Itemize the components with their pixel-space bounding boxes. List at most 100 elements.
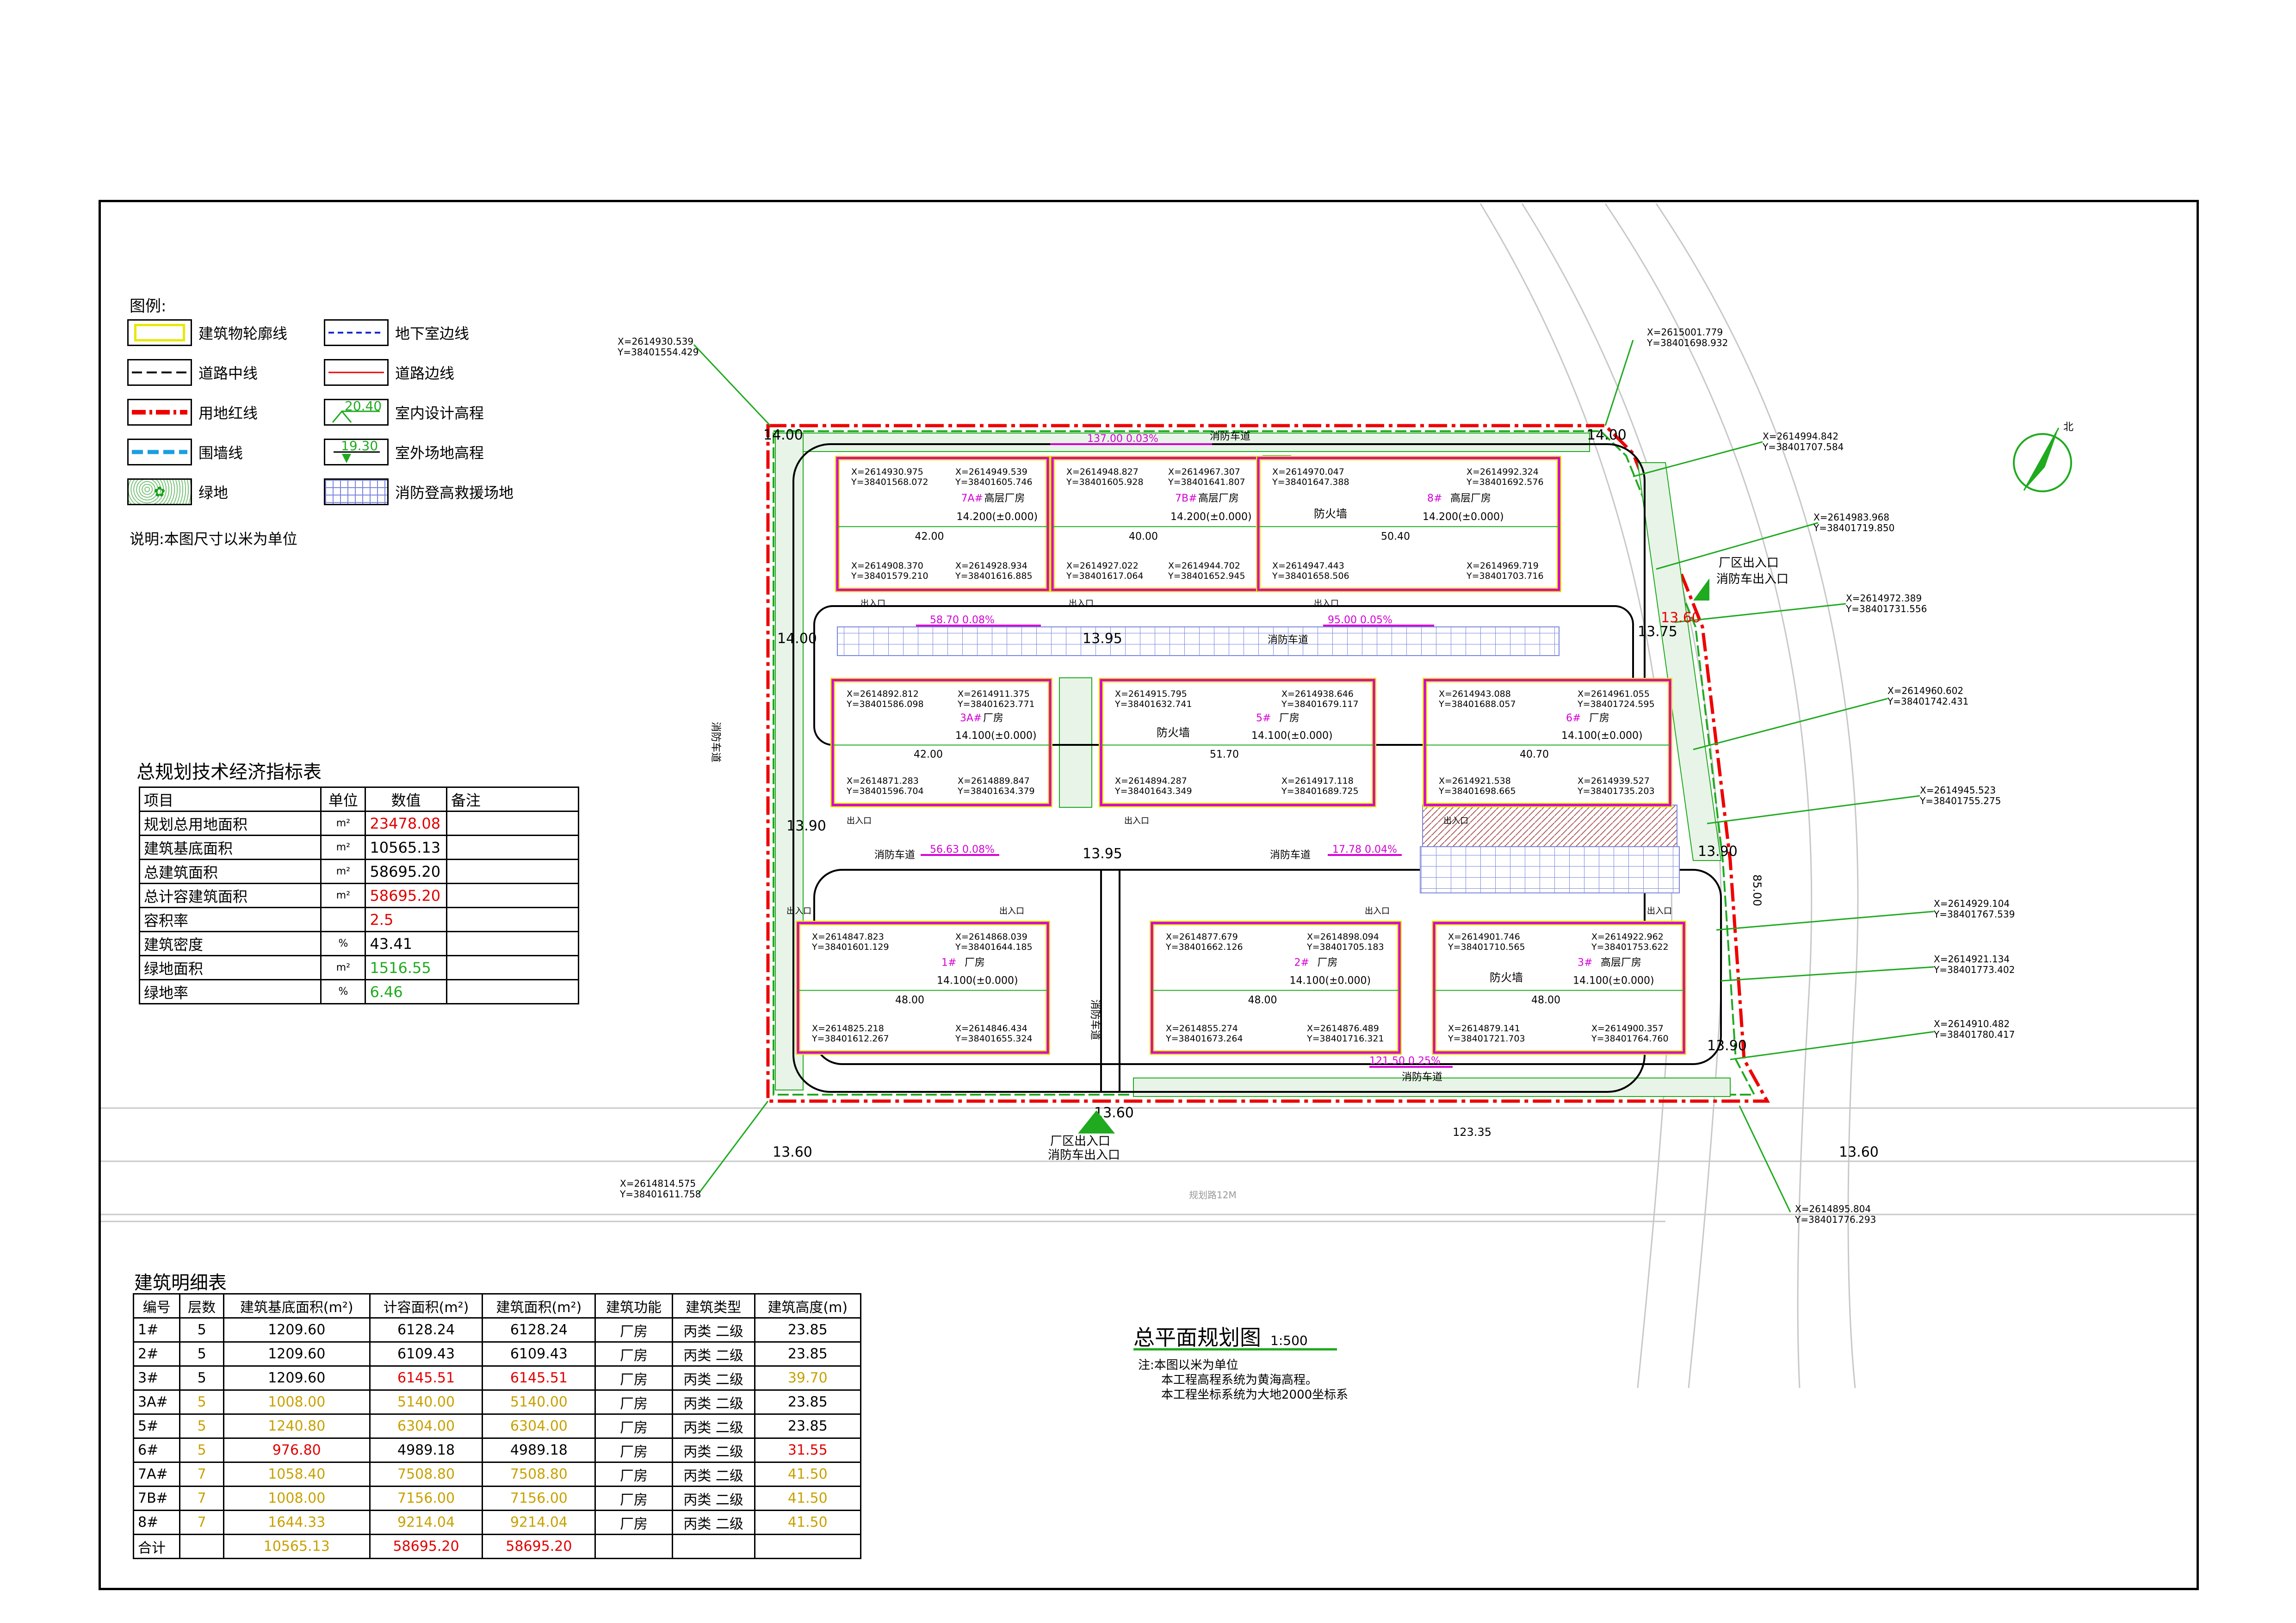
building-cell-base: 1240.80 bbox=[223, 1413, 371, 1439]
building-cell-floors: 7 bbox=[179, 1510, 224, 1535]
building-cell-area: 6145.51 bbox=[482, 1365, 596, 1391]
plan-label: 出入口 bbox=[1365, 906, 1390, 916]
tech-table-row: 绿地率%6.46 bbox=[138, 979, 580, 1004]
building-cell-func: 厂房 bbox=[594, 1462, 673, 1487]
col-header: 建筑面积(m²) bbox=[482, 1293, 596, 1319]
building-cell-id: 8# bbox=[132, 1510, 181, 1535]
drawing-frame bbox=[99, 200, 2199, 1590]
building-cell-area: 4989.18 bbox=[482, 1437, 596, 1463]
building-elevation: 14.100(±0.000) bbox=[1561, 730, 1643, 742]
building-cell-fa: 9214.04 bbox=[369, 1510, 483, 1535]
tech-cell-value: 2.5 bbox=[365, 907, 447, 932]
legend-label: 绿地 bbox=[198, 484, 229, 502]
building-cell-area: 7508.80 bbox=[482, 1462, 596, 1487]
building-cell-type: 丙类 二级 bbox=[671, 1413, 755, 1439]
building-cell-floors: 5 bbox=[179, 1365, 224, 1391]
building-cell-area: 6304.00 bbox=[482, 1413, 596, 1439]
building-cell-base: 1209.60 bbox=[223, 1317, 371, 1343]
building-number: 7B# bbox=[1175, 493, 1197, 504]
building-cell-height: 39.70 bbox=[754, 1365, 862, 1391]
building-outline bbox=[835, 456, 1050, 592]
col-header: 建筑功能 bbox=[594, 1293, 673, 1319]
building-cell-type: 丙类 二级 bbox=[671, 1389, 755, 1415]
building-cell-area: 6109.43 bbox=[482, 1341, 596, 1367]
building-cell-func bbox=[594, 1534, 673, 1559]
building-cell-height: 41.50 bbox=[754, 1510, 862, 1535]
building-border bbox=[1151, 922, 1401, 1054]
legend-title: 图例: bbox=[130, 297, 167, 316]
building-elevation: 14.100(±0.000) bbox=[1290, 975, 1371, 987]
building-cell-floors: 5 bbox=[179, 1341, 224, 1367]
legend-item-outline: 建筑物轮廓线 bbox=[127, 319, 287, 346]
legend-item-basement: 地下室边线 bbox=[324, 319, 469, 346]
tech-cell-unit: % bbox=[320, 931, 366, 956]
tech-cell-item: 总计容建筑面积 bbox=[138, 883, 322, 908]
plan-label: 消防车道 bbox=[1402, 1072, 1442, 1083]
plan-label: 121.50 0.25% bbox=[1369, 1055, 1441, 1067]
building-cell-id: 7A# bbox=[132, 1462, 181, 1487]
building-function: 高层厂房 bbox=[984, 493, 1025, 504]
plan-label: 消防车出入口 bbox=[1048, 1148, 1120, 1162]
entrance-arrow-east bbox=[1693, 578, 1709, 601]
building-cell-height: 41.50 bbox=[754, 1486, 862, 1511]
building-cell-type bbox=[671, 1534, 755, 1559]
firewall-label: 防火墙 bbox=[1490, 971, 1523, 984]
plan-label: 出入口 bbox=[999, 906, 1024, 916]
plan-label: 58.70 0.08% bbox=[930, 614, 995, 626]
col-header: 单位 bbox=[320, 787, 366, 812]
building-cell-base: 1008.00 bbox=[223, 1389, 371, 1415]
col-header: 项目 bbox=[138, 787, 322, 812]
building-cell-type: 丙类 二级 bbox=[671, 1510, 755, 1535]
building-width: 48.00 bbox=[1248, 995, 1277, 1006]
building-border bbox=[836, 457, 1049, 591]
tech-cell-item: 绿地面积 bbox=[138, 955, 322, 980]
building-cell-base: 1644.33 bbox=[223, 1510, 371, 1535]
building-number: 3# bbox=[1578, 957, 1592, 968]
building-width: 51.70 bbox=[1210, 749, 1239, 760]
building-function: 厂房 bbox=[983, 712, 1003, 724]
tech-cell-value: 58695.20 bbox=[365, 883, 447, 908]
plan-label: 13.95 bbox=[1083, 846, 1122, 862]
building-width: 42.00 bbox=[915, 531, 944, 543]
legend-label: 用地红线 bbox=[198, 404, 258, 422]
building-function: 厂房 bbox=[1318, 957, 1338, 968]
tech-cell-note bbox=[446, 979, 580, 1004]
building-border bbox=[797, 922, 1049, 1054]
building-function: 高层厂房 bbox=[1601, 957, 1641, 968]
building-border bbox=[1100, 679, 1375, 806]
col-header: 建筑高度(m) bbox=[754, 1293, 862, 1319]
building-cell-id: 1# bbox=[132, 1317, 181, 1343]
building-cell-id: 5# bbox=[132, 1413, 181, 1439]
building-cell-height: 23.85 bbox=[754, 1341, 862, 1367]
legend-label: 道路边线 bbox=[395, 365, 455, 382]
plan-label: 123.35 bbox=[1453, 1126, 1491, 1139]
tech-cell-note bbox=[446, 907, 580, 932]
tech-cell-value: 6.46 bbox=[365, 979, 447, 1004]
building-number: 7A# bbox=[961, 493, 983, 504]
tech-cell-unit: m² bbox=[320, 955, 366, 980]
building-cell-type: 丙类 二级 bbox=[671, 1462, 755, 1487]
building-cell-floors: 5 bbox=[179, 1389, 224, 1415]
building-table-title: 建筑明细表 bbox=[134, 1272, 227, 1294]
building-cell-type: 丙类 二级 bbox=[671, 1486, 755, 1511]
tech-cell-item: 绿地率 bbox=[138, 979, 322, 1004]
plan-label: 13.60 bbox=[1661, 610, 1701, 626]
building-cell-fa: 7156.00 bbox=[369, 1486, 483, 1511]
building-elevation: 14.100(±0.000) bbox=[1251, 730, 1333, 742]
plan-label: 95.00 0.05% bbox=[1328, 614, 1392, 626]
col-header: 数值 bbox=[365, 787, 447, 812]
building-number: 1# bbox=[941, 957, 956, 968]
